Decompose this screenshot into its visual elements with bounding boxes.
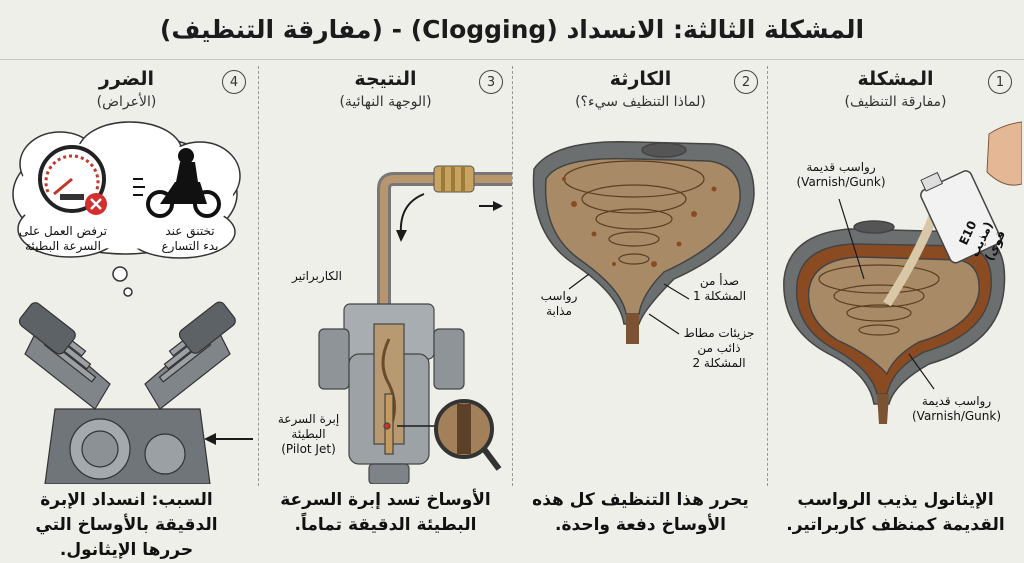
panel-subheading: (لماذا التنظيف سيء؟) <box>575 94 706 110</box>
panel-result: 3 النتيجة (الوجهة النهائية) <box>259 64 512 559</box>
title-bar: المشكلة الثالثة: الانسداد (Clogging) - (… <box>0 0 1024 60</box>
pilot-jet-label: إبرة السرعة البطيئة (Pilot Jet) <box>277 412 340 456</box>
panel-subheading: (الوجهة النهائية) <box>339 94 432 110</box>
symptom-accel-label: تختنق عند بدء التسارع <box>161 224 219 253</box>
step-number: 1 <box>988 70 1012 94</box>
panel-heading: النتيجة <box>354 68 417 90</box>
panel-disaster: 2 الكارثة (لماذا التنظيف سيء؟) رواسب مذا… <box>514 64 767 559</box>
panel-subheading: (الأعراض) <box>96 94 157 110</box>
carburetor-body <box>318 303 465 484</box>
panel-problem: 1 المشكلة (مفارقة التنظيف) E10 (مذيب قوي… <box>769 64 1022 559</box>
panel-caption: يحرر هذا التنظيف كل هذه الأوساخ دفعة واح… <box>532 490 749 535</box>
panel-damage: 4 الضرر (الأعراض) <box>0 64 253 560</box>
panel-divider <box>512 66 513 486</box>
step-number: 4 <box>222 70 246 94</box>
tachometer-icon <box>38 145 107 215</box>
tank-illustration <box>532 140 755 344</box>
step-number: 2 <box>734 70 758 94</box>
rubber-particles-label: جزيئات مطاط ذائب من المشكلة 2 <box>683 326 755 370</box>
panel-header: المشكلة (مفارقة التنظيف) <box>769 68 1022 110</box>
panel-caption: السبب: انسداد الإبرة الدقيقة بالأوساخ ال… <box>35 490 218 560</box>
v-twin-engine <box>18 301 236 484</box>
motorcycle-icon <box>133 148 221 218</box>
dissolved-deposits-label: رواسب مذابة <box>540 289 578 318</box>
panel-header: الكارثة (لماذا التنظيف سيء؟) <box>514 68 767 110</box>
vortex <box>818 264 940 336</box>
carburetor-label: الكاربراتير <box>292 269 342 283</box>
panel-subheading: (مفارقة التنظيف) <box>844 94 947 110</box>
page-title: المشكلة الثالثة: الانسداد (Clogging) - (… <box>159 15 865 44</box>
fuel-tank <box>783 220 1006 405</box>
panel-caption: الإيثانول يذيب الرواسب القديمة كمنظف كار… <box>786 490 1005 535</box>
panel-header: الضرر (الأعراض) <box>0 68 253 110</box>
panel-header: النتيجة (الوجهة النهائية) <box>259 68 512 110</box>
panel-heading: الضرر <box>98 68 155 90</box>
symptom-idle-label: ترفض العمل على السرعة البطيئة <box>19 224 107 253</box>
rust-label: صدأ من المشكلة 1 <box>692 274 747 303</box>
panel-heading: الكارثة <box>609 68 672 90</box>
engine-illustration <box>12 121 253 484</box>
e10-can <box>920 170 1002 264</box>
magnifier-icon <box>434 399 502 471</box>
varnish-top-label: رواسب قديمة (Varnish/Gunk) <box>796 160 886 189</box>
panel-divider <box>258 66 259 486</box>
step-number: 3 <box>479 70 503 94</box>
panel-caption: الأوساخ تسد إبرة السرعة البطيئة الدقيقة … <box>280 490 491 535</box>
solvent-illustration <box>783 121 1022 424</box>
panel-heading: المشكلة <box>857 68 934 90</box>
carburetor-illustration <box>318 165 512 484</box>
varnish-bottom-label: رواسب قديمة (Varnish/Gunk) <box>911 394 1002 423</box>
panel-divider <box>767 66 768 486</box>
